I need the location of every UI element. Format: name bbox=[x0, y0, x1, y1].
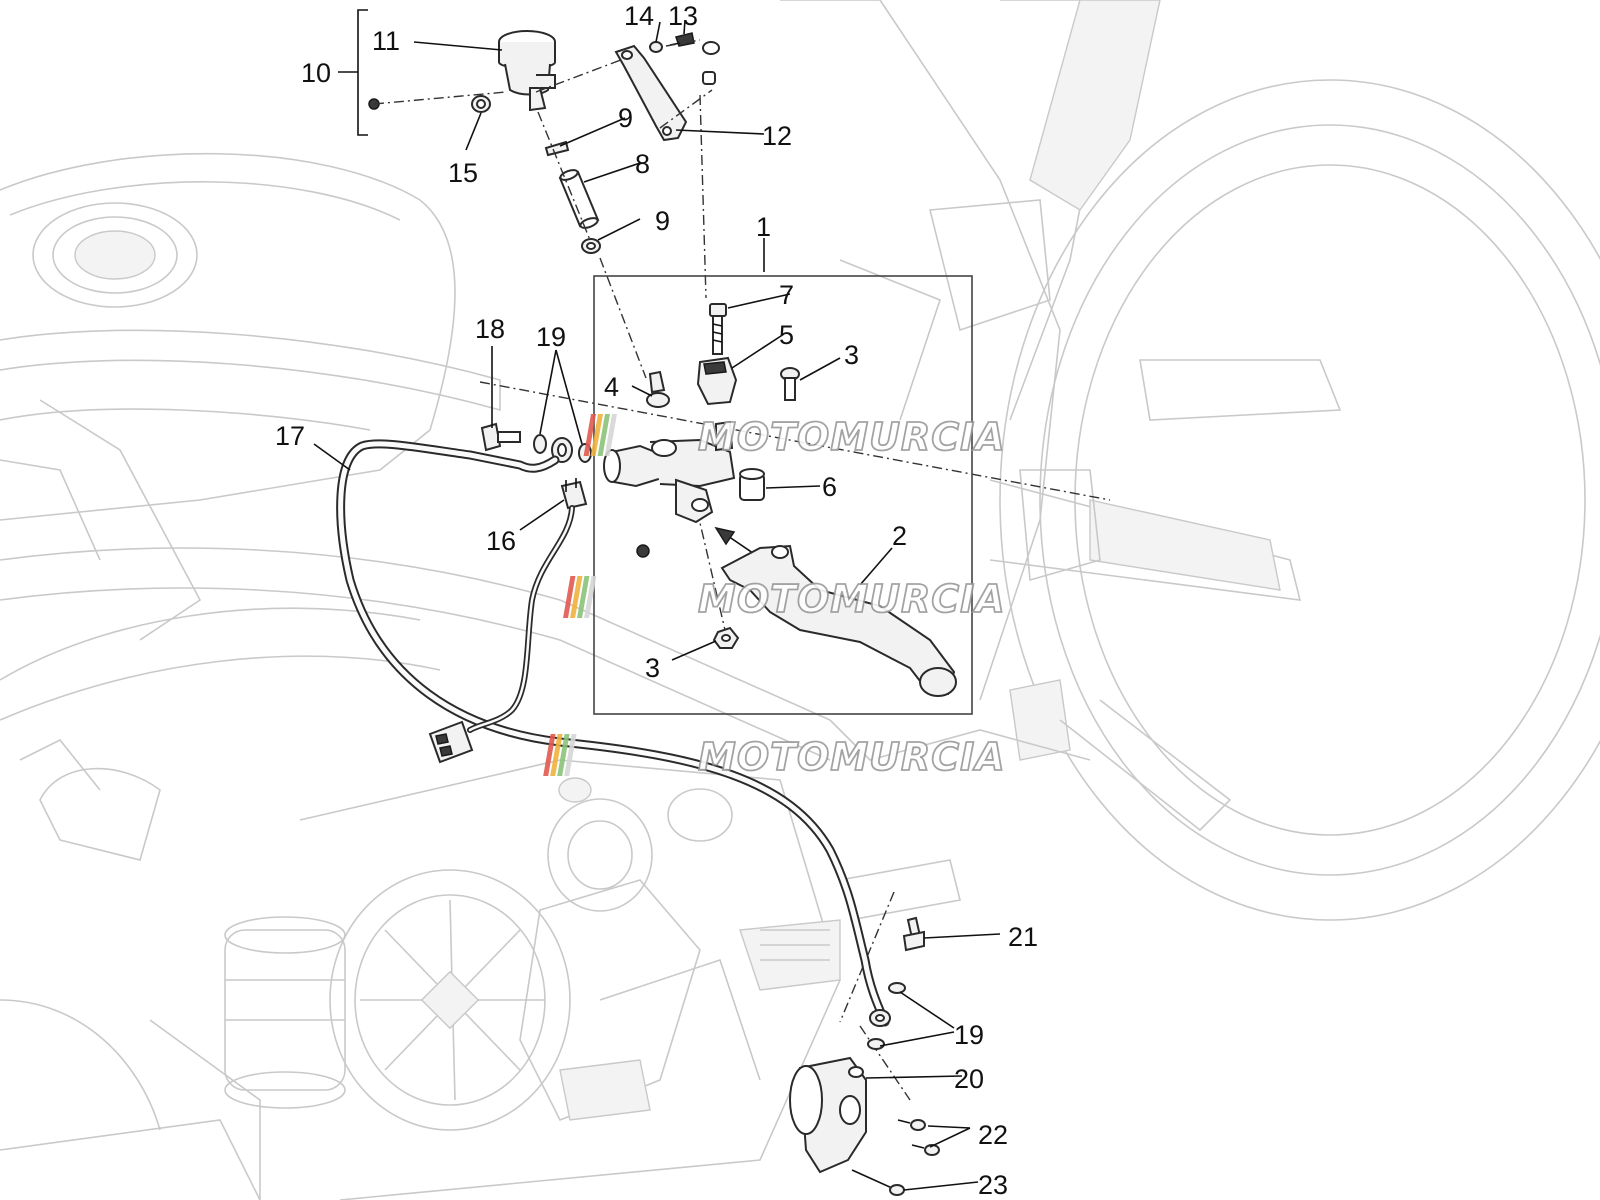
callout-14: 14 bbox=[624, 1, 654, 31]
watermark-text-1: MOTOMURCIA bbox=[698, 415, 1006, 459]
callout-18: 18 bbox=[475, 314, 505, 344]
callout-20: 20 bbox=[954, 1064, 984, 1094]
callout-19-upper: 19 bbox=[536, 322, 566, 352]
lever-2 bbox=[720, 544, 957, 697]
callout-23: 23 bbox=[978, 1170, 1008, 1200]
callout-6: 6 bbox=[822, 472, 837, 502]
screw-22-a bbox=[897, 1119, 926, 1131]
bolt-7 bbox=[709, 303, 727, 355]
washer-19-a bbox=[533, 434, 547, 454]
callout-21: 21 bbox=[1008, 922, 1038, 952]
callout-10: 10 bbox=[301, 58, 331, 88]
switch-connector-16 bbox=[560, 478, 588, 510]
callout-11: 11 bbox=[372, 26, 400, 56]
watermark-text-2: MOTOMURCIA bbox=[698, 577, 1006, 621]
wire-plug bbox=[428, 720, 474, 764]
callout-13: 13 bbox=[668, 1, 698, 31]
callout-15: 15 bbox=[448, 158, 478, 188]
switch-wire bbox=[467, 505, 575, 733]
washer-14 bbox=[649, 41, 663, 53]
hose-8 bbox=[558, 169, 600, 229]
callout-16: 16 bbox=[486, 526, 516, 556]
dot-marker-1 bbox=[636, 544, 650, 558]
bracket-12 bbox=[614, 44, 688, 142]
parts-layer: 11 10 14 13 15 9 12 8 9 1 7 18 19 5 3 4 … bbox=[275, 1, 1111, 1200]
washer-19-c bbox=[888, 982, 906, 994]
watermark-2: MOTOMURCIA bbox=[563, 576, 1006, 622]
slave-cylinder-20 bbox=[789, 1056, 867, 1174]
assembly-box-1 bbox=[593, 275, 973, 715]
watermark-3: MOTOMURCIA bbox=[543, 734, 1006, 780]
watermark-text-3: MOTOMURCIA bbox=[698, 735, 1006, 779]
clamp-9-lower bbox=[581, 238, 601, 254]
screw-22-b bbox=[911, 1144, 940, 1156]
callout-9-lower: 9 bbox=[655, 206, 670, 236]
reservoir-11 bbox=[498, 30, 556, 112]
spacer-parts bbox=[702, 41, 720, 85]
callout-1: 1 bbox=[756, 212, 771, 242]
callout-9-upper: 9 bbox=[618, 103, 633, 133]
callout-22: 22 bbox=[978, 1120, 1008, 1150]
callout-19-lower: 19 bbox=[954, 1020, 984, 1050]
bleed-valve-21 bbox=[902, 916, 925, 952]
hose-17 bbox=[336, 439, 890, 1027]
callout-4: 4 bbox=[604, 372, 619, 402]
leader-lines bbox=[313, 19, 1001, 1191]
fitting-4 bbox=[646, 370, 670, 408]
callout-labels: 11 10 14 13 15 9 12 8 9 1 7 18 19 5 3 4 … bbox=[275, 1, 1038, 1200]
pivot-bolt-3-upper bbox=[780, 367, 800, 401]
callout-7: 7 bbox=[779, 280, 794, 310]
watermark-1: MOTOMURCIA bbox=[583, 414, 1006, 460]
washer-19-d bbox=[867, 1038, 885, 1050]
callout-5: 5 bbox=[779, 320, 794, 350]
callout-3-upper: 3 bbox=[844, 340, 859, 370]
nut-3-lower bbox=[712, 626, 740, 649]
master-cylinder-1 bbox=[603, 420, 736, 524]
callout-12: 12 bbox=[762, 121, 792, 151]
callout-3-lower: 3 bbox=[645, 653, 660, 683]
bushing-6 bbox=[739, 468, 765, 501]
callout-17: 17 bbox=[275, 421, 305, 451]
banjo-fitting-lower bbox=[869, 1009, 891, 1027]
banjo-bolt-18 bbox=[480, 422, 521, 452]
callout-8: 8 bbox=[635, 149, 650, 179]
bolt-23 bbox=[851, 1169, 905, 1196]
grommet-15 bbox=[471, 95, 491, 113]
callout-2: 2 bbox=[892, 521, 907, 551]
group-bracket-10 bbox=[357, 9, 368, 136]
switch-5 bbox=[696, 356, 738, 406]
